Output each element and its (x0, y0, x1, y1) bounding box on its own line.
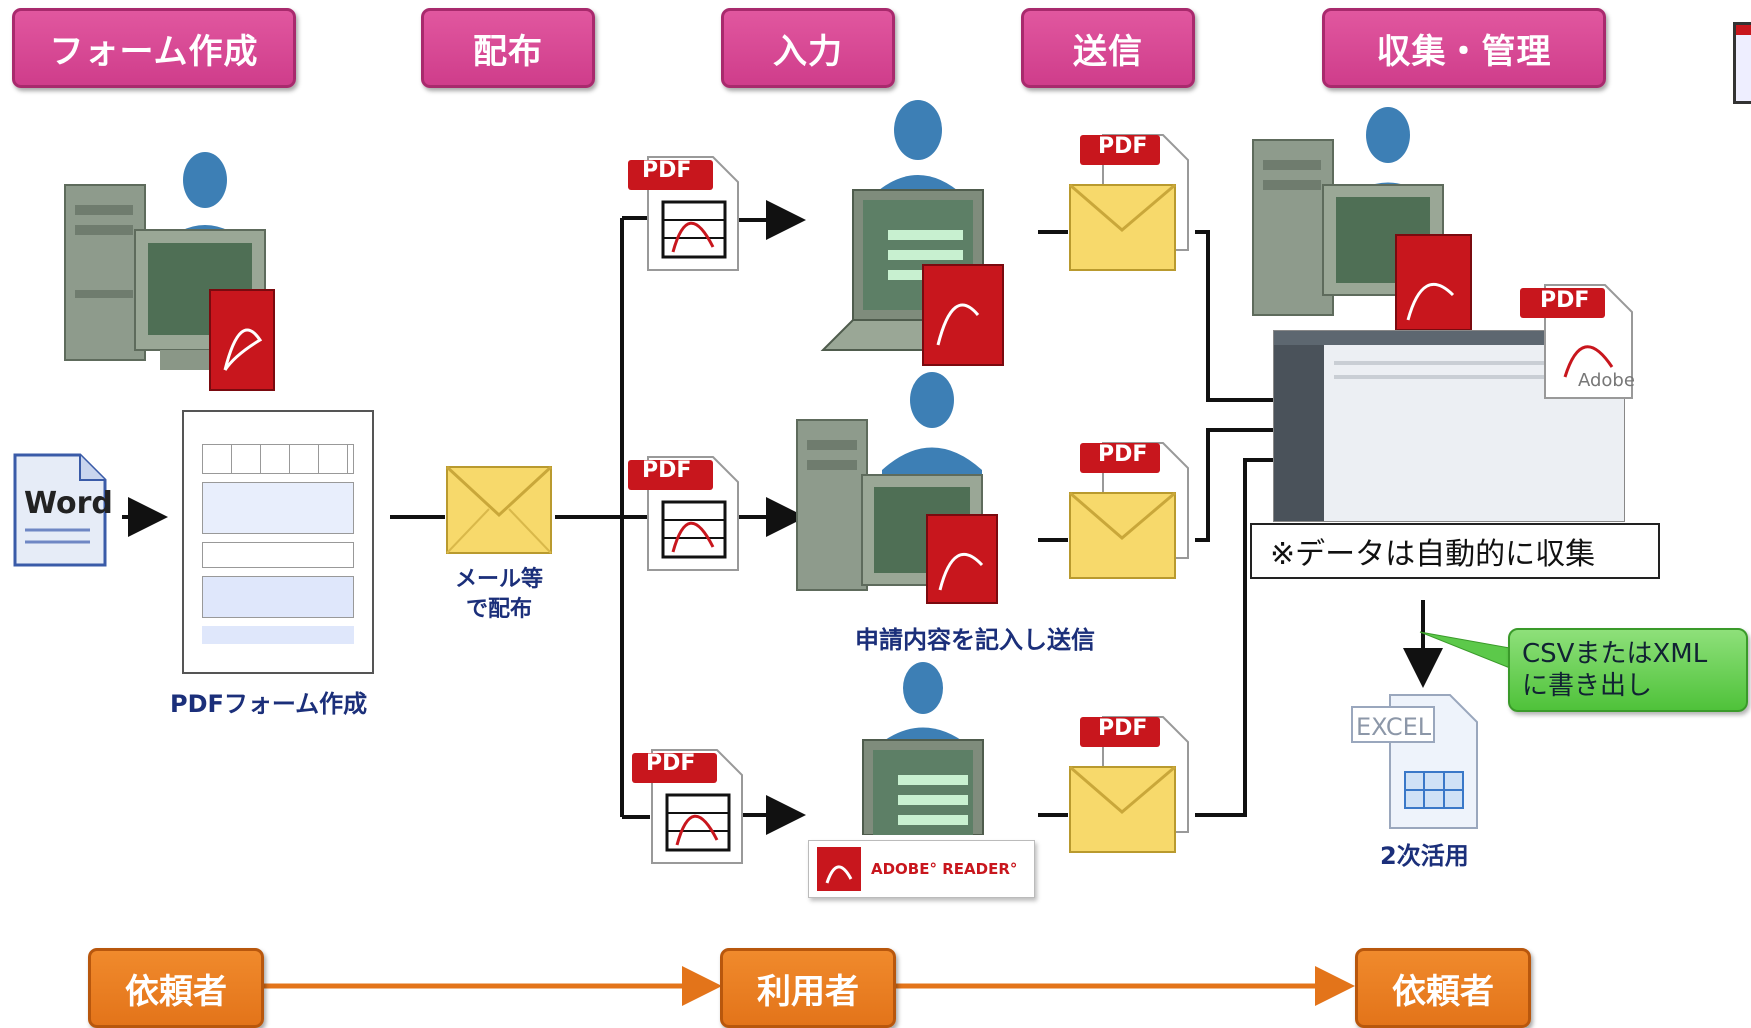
collection-screen (1273, 330, 1625, 522)
pdf-form-page (182, 410, 374, 674)
pdf-form-create-caption: PDFフォーム作成 (170, 690, 368, 718)
stage-send: 送信 (1021, 8, 1195, 88)
pdf-badge-6: PDF (1098, 716, 1148, 741)
csv-xml-export-callout: CSVまたはXML に書き出し (1508, 628, 1748, 712)
role-requester-start: 依頼者 (88, 948, 264, 1028)
adobe-reader-badge: ADOBE° READER° (808, 840, 1035, 898)
user-desktop-icon (796, 372, 998, 604)
pdf-mail-icon-3 (1069, 716, 1189, 853)
pdf-badge-1: PDF (642, 158, 692, 183)
secondary-use-caption: 2次活用 (1380, 842, 1469, 870)
form-creator-workstation-icon (64, 152, 275, 391)
adobe-reader-label: ADOBE° READER° (871, 860, 1018, 878)
word-document-icon (13, 453, 107, 567)
user-reader-icon (862, 662, 984, 835)
mail-envelope-icon (445, 465, 553, 554)
auto-collect-note: ※データは自動的に収集 (1250, 523, 1660, 579)
pdf-form-icon-1 (628, 156, 739, 271)
excel-document-icon (1351, 694, 1478, 829)
pdf-mail-icon-2 (1069, 442, 1189, 579)
adobe-reader-logo-icon (817, 847, 861, 891)
stage-collect-manage: 収集・管理 (1322, 8, 1606, 88)
stage-input: 入力 (721, 8, 895, 88)
stage-distribution: 配布 (421, 8, 595, 88)
fill-and-send-caption: 申請内容を記入し送信 (855, 626, 1095, 654)
pdf-form-icon-2 (628, 456, 739, 571)
pdf-badge-5: PDF (1098, 442, 1148, 467)
pdf-badge-7: PDF (1540, 288, 1590, 313)
adobe-label: Adobe (1578, 370, 1635, 391)
window-fragment (1733, 22, 1751, 104)
word-label: Word (24, 486, 113, 521)
pdf-mail-icon-1 (1069, 134, 1189, 271)
pdf-badge-4: PDF (1098, 134, 1148, 159)
pdf-badge-2: PDF (642, 458, 692, 483)
adobe-pdf-icon (1520, 284, 1633, 399)
pdf-form-icon-3 (632, 749, 743, 864)
stage-form-creation: フォーム作成 (12, 8, 296, 88)
user-laptop-icon (820, 100, 1004, 366)
pdf-badge-3: PDF (646, 751, 696, 776)
collector-workstation-icon (1252, 107, 1472, 331)
role-user: 利用者 (720, 948, 896, 1028)
mail-distribution-caption: メール等 で配布 (454, 567, 543, 622)
excel-label: EXCEL (1356, 713, 1432, 741)
role-requester-end: 依頼者 (1355, 948, 1531, 1028)
